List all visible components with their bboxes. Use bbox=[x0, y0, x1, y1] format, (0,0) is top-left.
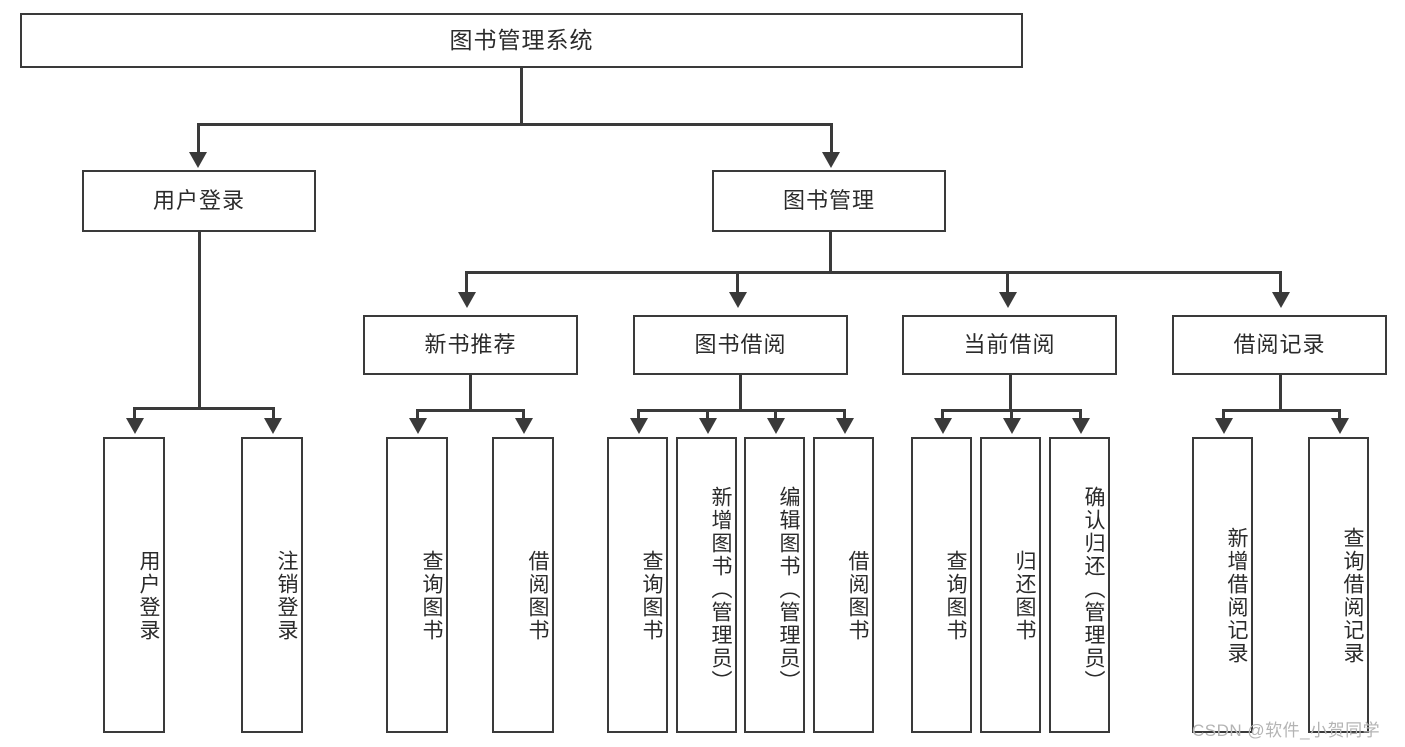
leaf-node-query-record[interactable]: 查询借阅记录 bbox=[1308, 437, 1369, 733]
leaf-node-borrow-book-1[interactable]: 借阅图书 bbox=[492, 437, 554, 733]
leaf-node-logout-login[interactable]: 注销登录 bbox=[241, 437, 303, 733]
connector-new-book-bus bbox=[416, 409, 522, 412]
leaf-label-borrow-book-2: 借阅图书 bbox=[846, 550, 869, 642]
connector-root-bus bbox=[197, 123, 833, 126]
node-book-borrow[interactable]: 图书借阅 bbox=[633, 315, 848, 375]
connector-user-login-stem bbox=[198, 232, 201, 408]
leaf-label-borrow-book-1: 借阅图书 bbox=[526, 550, 549, 642]
connector-new-book-to-leaf-2 bbox=[522, 409, 525, 421]
arrowhead-to-leaf-return-book bbox=[1003, 418, 1021, 434]
connector-book-manage-to-book-borrow bbox=[736, 271, 739, 295]
connector-book-manage-to-current-borrow bbox=[1006, 271, 1009, 295]
leaf-node-query-book-1[interactable]: 查询图书 bbox=[386, 437, 448, 733]
leaf-node-query-book-3[interactable]: 查询图书 bbox=[911, 437, 972, 733]
leaf-label-add-book: 新增图书（管理员） bbox=[709, 485, 732, 693]
leaf-node-confirm-return[interactable]: 确认归还（管理员） bbox=[1049, 437, 1110, 733]
leaf-label-logout-login: 注销登录 bbox=[275, 550, 298, 642]
node-borrow-record[interactable]: 借阅记录 bbox=[1172, 315, 1387, 375]
arrowhead-to-book-borrow bbox=[729, 292, 747, 308]
arrowhead-to-leaf-user-login bbox=[126, 418, 144, 434]
connector-current-borrow-to-leaf-1 bbox=[941, 409, 944, 421]
node-book-management[interactable]: 图书管理 bbox=[712, 170, 946, 232]
connector-root-to-book-manage bbox=[830, 123, 833, 155]
node-new-book-recommend[interactable]: 新书推荐 bbox=[363, 315, 578, 375]
leaf-node-add-book[interactable]: 新增图书（管理员） bbox=[676, 437, 737, 733]
connector-root-stem bbox=[520, 68, 523, 123]
leaf-node-return-book[interactable]: 归还图书 bbox=[980, 437, 1041, 733]
connector-user-login-to-leaf-2 bbox=[272, 407, 275, 421]
connector-book-borrow-to-leaf-1 bbox=[637, 409, 640, 421]
connector-new-book-to-leaf-1 bbox=[416, 409, 419, 421]
arrowhead-to-leaf-logout-login bbox=[264, 418, 282, 434]
connector-current-borrow-to-leaf-2 bbox=[1010, 409, 1013, 421]
arrowhead-to-leaf-query-book-3 bbox=[934, 418, 952, 434]
arrowhead-to-leaf-query-book-2 bbox=[630, 418, 648, 434]
connector-user-login-bus bbox=[133, 407, 272, 410]
connector-borrow-record-to-leaf-1 bbox=[1222, 409, 1225, 421]
leaf-node-borrow-book-2[interactable]: 借阅图书 bbox=[813, 437, 874, 733]
connector-book-borrow-to-leaf-3 bbox=[774, 409, 777, 421]
arrowhead-to-book-manage bbox=[822, 152, 840, 168]
node-current-borrow[interactable]: 当前借阅 bbox=[902, 315, 1117, 375]
connector-borrow-record-to-leaf-2 bbox=[1338, 409, 1341, 421]
leaf-label-query-book-1: 查询图书 bbox=[420, 550, 443, 642]
leaf-label-edit-book: 编辑图书（管理员） bbox=[777, 485, 800, 693]
leaf-label-user-login: 用户登录 bbox=[137, 550, 160, 642]
arrowhead-to-leaf-query-book-1 bbox=[409, 418, 427, 434]
connector-book-borrow-bus bbox=[637, 409, 843, 412]
connector-book-borrow-to-leaf-2 bbox=[706, 409, 709, 421]
arrowhead-to-leaf-add-record bbox=[1215, 418, 1233, 434]
connector-root-to-user-login bbox=[197, 123, 200, 155]
arrowhead-to-leaf-add-book bbox=[699, 418, 717, 434]
arrowhead-to-current-borrow bbox=[999, 292, 1017, 308]
node-root-book-management-system[interactable]: 图书管理系统 bbox=[20, 13, 1023, 68]
arrowhead-to-leaf-borrow-book-1 bbox=[515, 418, 533, 434]
connector-current-borrow-to-leaf-3 bbox=[1079, 409, 1082, 421]
arrowhead-to-leaf-confirm-return bbox=[1072, 418, 1090, 434]
connector-book-borrow-stem bbox=[739, 375, 742, 410]
arrowhead-to-new-book-recommend bbox=[458, 292, 476, 308]
arrowhead-to-leaf-edit-book bbox=[767, 418, 785, 434]
arrowhead-to-user-login bbox=[189, 152, 207, 168]
connector-book-borrow-to-leaf-4 bbox=[843, 409, 846, 421]
leaf-node-edit-book[interactable]: 编辑图书（管理员） bbox=[744, 437, 805, 733]
leaf-node-add-record[interactable]: 新增借阅记录 bbox=[1192, 437, 1253, 733]
leaf-label-query-record: 查询借阅记录 bbox=[1341, 527, 1364, 665]
connector-book-manage-stem bbox=[829, 232, 832, 272]
leaf-label-confirm-return: 确认归还（管理员） bbox=[1082, 485, 1105, 693]
arrowhead-to-leaf-query-record bbox=[1331, 418, 1349, 434]
node-user-login[interactable]: 用户登录 bbox=[82, 170, 316, 232]
leaf-label-query-book-2: 查询图书 bbox=[640, 550, 663, 642]
leaf-label-return-book: 归还图书 bbox=[1013, 550, 1036, 642]
connector-book-manage-bus bbox=[465, 271, 1279, 274]
leaf-node-query-book-2[interactable]: 查询图书 bbox=[607, 437, 668, 733]
connector-new-book-stem bbox=[469, 375, 472, 410]
connector-borrow-record-bus bbox=[1222, 409, 1338, 412]
connector-current-borrow-stem bbox=[1009, 375, 1012, 410]
connector-borrow-record-stem bbox=[1279, 375, 1282, 410]
connector-book-manage-to-new-book bbox=[465, 271, 468, 295]
leaf-label-query-book-3: 查询图书 bbox=[944, 550, 967, 642]
arrowhead-to-leaf-borrow-book-2 bbox=[836, 418, 854, 434]
leaf-label-add-record: 新增借阅记录 bbox=[1225, 527, 1248, 665]
arrowhead-to-borrow-record bbox=[1272, 292, 1290, 308]
connector-book-manage-to-borrow-record bbox=[1279, 271, 1282, 295]
leaf-node-user-login[interactable]: 用户登录 bbox=[103, 437, 165, 733]
csdn-watermark: CSDN @软件_小贺同学 bbox=[1192, 721, 1381, 740]
connector-user-login-to-leaf-1 bbox=[133, 407, 136, 421]
